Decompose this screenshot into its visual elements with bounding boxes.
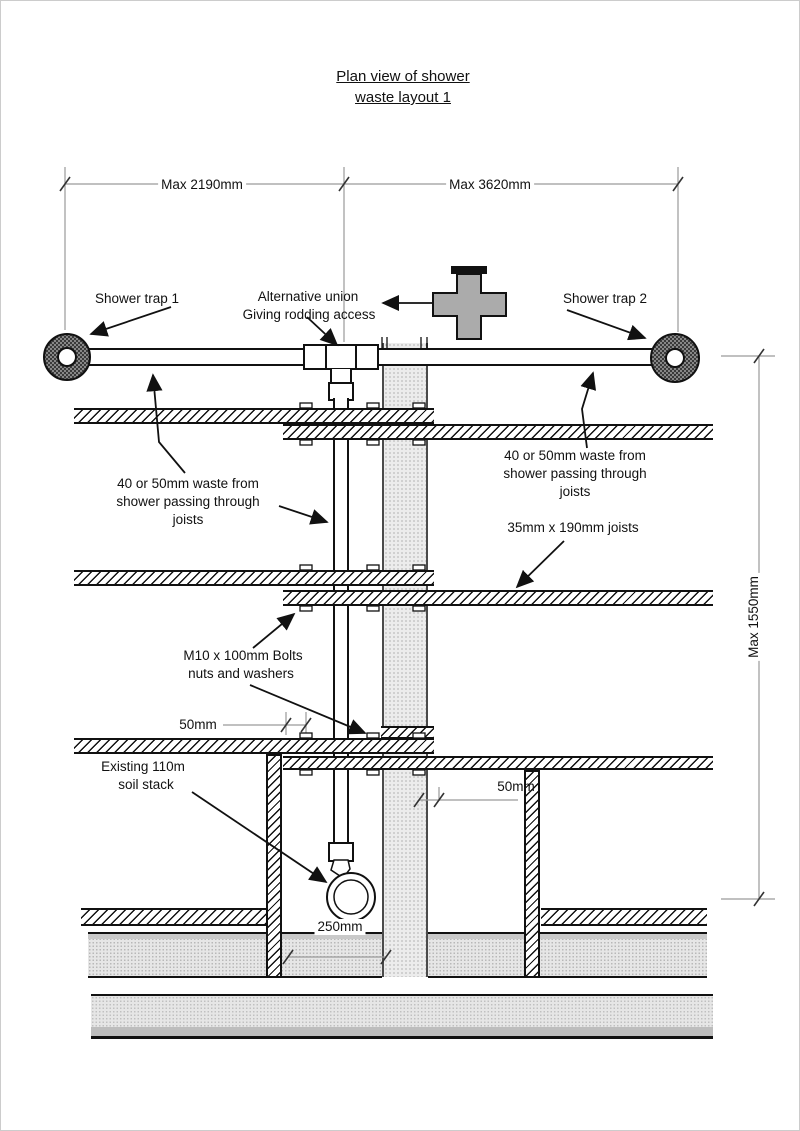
floor-band-left [88, 932, 382, 978]
pipe-vertical [333, 398, 349, 846]
stud-left [266, 754, 282, 978]
shower-trap-2-label: Shower trap 2 [562, 291, 648, 306]
dim-right-vertical: Max 1550mm [746, 573, 762, 661]
page-title-line1: Plan view of shower [336, 68, 470, 85]
dim-stack-bottom: 250mm [314, 919, 366, 935]
wall-top-marks [381, 337, 428, 348]
stud-right [524, 770, 540, 978]
waste-right-label-line1: 40 or 50mm waste from [504, 448, 646, 463]
waste-right-label-line3: joists [559, 484, 591, 499]
dimension-lines [64, 167, 775, 958]
rodding-cap [451, 266, 487, 274]
dim-top-right: Max 3620mm [446, 177, 534, 193]
soil-stack-label-line1: Existing 110m [101, 759, 185, 774]
waste-right-label-line2: shower passing through [503, 466, 647, 481]
joists-label: 35mm x 190mm joists [507, 520, 639, 535]
tee-branch-socket [330, 369, 352, 385]
alt-union-label-line1: Alternative union [257, 289, 359, 304]
dim-top-left: Max 2190mm [158, 177, 246, 193]
cross-fitting-icon [432, 266, 507, 340]
shower-trap-2-icon [650, 333, 700, 383]
dimension-ticks [59, 176, 765, 965]
joist-band-4-right [541, 908, 707, 926]
joist-band-1-upper [74, 408, 434, 424]
leader-arrows [89, 294, 647, 884]
dim-offset-left: 50mm [179, 717, 217, 732]
joist-band-2-lower [283, 590, 713, 606]
alt-union-label-line2: Giving rodding access [242, 307, 376, 322]
floor-band-right [428, 932, 707, 978]
ground-slab [91, 994, 713, 1039]
joist-band-2-upper [74, 570, 434, 586]
bolts-label-line1: M10 x 100mm Bolts [183, 648, 303, 663]
soil-stack-label-line2: soil stack [118, 777, 174, 792]
joist-band-3-upper [74, 738, 434, 754]
joist-band-3-lower [283, 756, 713, 770]
bolt-symbols [299, 402, 426, 776]
shower-trap-1-icon [43, 333, 91, 381]
joist-band-1-lower [283, 424, 713, 440]
stud-wall-column [382, 343, 428, 977]
bolts-label-line2: nuts and washers [188, 666, 294, 681]
waste-left-label-line2: shower passing through [116, 494, 260, 509]
waste-left-label-line3: joists [172, 512, 204, 527]
waste-left-label-line1: 40 or 50mm waste from [117, 476, 259, 491]
soil-stack-icon [326, 859, 376, 922]
joist-band-4-left [81, 908, 266, 926]
shower-trap-1-label: Shower trap 1 [94, 291, 180, 306]
page-title-line2: waste layout 1 [355, 89, 451, 106]
dim-offset-right: 50mm [497, 779, 535, 794]
